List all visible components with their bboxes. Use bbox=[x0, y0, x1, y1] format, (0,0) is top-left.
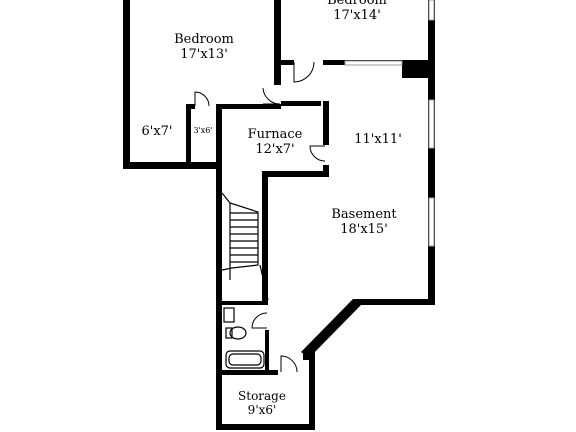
window-right-lower bbox=[428, 197, 435, 247]
room-label-basement: Basement 18'x15' bbox=[331, 207, 397, 238]
wall-bath-east bbox=[265, 330, 269, 372]
door-closet-icon bbox=[194, 91, 210, 107]
windows bbox=[344, 0, 435, 247]
room-label-bedroom-top: Bedroom 17'x14' bbox=[327, 0, 387, 24]
wall-storage-south bbox=[216, 424, 315, 430]
wall-storage-east bbox=[309, 350, 315, 430]
room-label-bedroom-left: Bedroom 17'x13' bbox=[174, 32, 234, 63]
wall-chimney bbox=[402, 61, 435, 78]
wall-furnace-west bbox=[216, 104, 222, 429]
room-label-closet-tiny: 3'x6' bbox=[193, 126, 212, 135]
room-dims: 17'x13' bbox=[180, 46, 228, 62]
stairs bbox=[221, 192, 269, 301]
room-dims: 3'x6' bbox=[193, 126, 213, 135]
wall-furnace-east bbox=[323, 101, 329, 145]
door-hall-icon bbox=[262, 87, 281, 105]
wall-basement-south bbox=[353, 299, 435, 305]
room-name: Bedroom bbox=[327, 0, 387, 8]
wall-diagonal bbox=[301, 299, 361, 358]
wall-hall-top bbox=[216, 104, 281, 109]
wall-left-bedroom-east bbox=[274, 0, 281, 85]
wall-storage-east-upper bbox=[303, 350, 309, 360]
doors bbox=[194, 61, 326, 373]
door-bedroom-icon bbox=[293, 61, 315, 83]
wall-left-bedroom-west bbox=[123, 0, 130, 168]
room-label-closet-small: 6'x7' bbox=[141, 124, 173, 140]
room-dims: 11'x11' bbox=[354, 132, 402, 147]
wall-bath-top bbox=[222, 301, 268, 305]
toilet-icon bbox=[229, 326, 247, 340]
door-storage-icon bbox=[280, 355, 298, 373]
wall-hall-top-right bbox=[281, 101, 321, 106]
room-name: Storage bbox=[238, 389, 286, 403]
wall-stair-east bbox=[262, 171, 268, 303]
room-dims: 17'x14' bbox=[333, 7, 381, 23]
sink-icon bbox=[223, 307, 235, 323]
wall-closet-top bbox=[186, 104, 195, 109]
bathroom-fixtures bbox=[223, 307, 265, 369]
room-name: Furnace bbox=[247, 127, 303, 142]
wall-closet-divider bbox=[186, 108, 191, 164]
window-right-upper bbox=[428, 99, 435, 149]
wall-furnace-south bbox=[262, 171, 329, 177]
wall-left-bedroom-south bbox=[123, 162, 220, 169]
room-dims: 12'x7' bbox=[255, 141, 295, 157]
room-label-11x11: 11'x11' bbox=[354, 132, 402, 148]
tub-icon bbox=[225, 350, 265, 369]
door-bath-icon bbox=[251, 312, 268, 329]
wall-top-bedroom-east bbox=[428, 0, 435, 305]
wall-storage-top bbox=[222, 370, 278, 375]
room-label-storage: Storage 9'x6' bbox=[238, 389, 286, 418]
walls bbox=[123, 0, 435, 430]
room-dims: 6'x7' bbox=[141, 124, 173, 139]
room-dims: 9'x6' bbox=[247, 402, 277, 417]
window-bedroom-bottom bbox=[344, 60, 403, 66]
room-label-furnace: Furnace 12'x7' bbox=[247, 127, 303, 158]
window-top-right bbox=[428, 0, 435, 21]
wall-top-bedroom-bottom-left bbox=[274, 60, 294, 65]
room-dims: 18'x15' bbox=[340, 221, 388, 237]
room-name: Bedroom bbox=[174, 32, 234, 47]
door-furnace-icon bbox=[309, 145, 326, 162]
room-name: Basement bbox=[331, 207, 397, 222]
